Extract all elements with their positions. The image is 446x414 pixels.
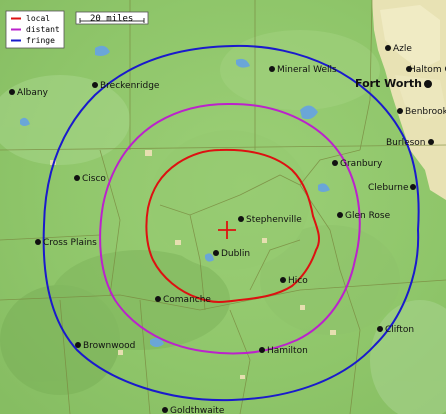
city-cisco: Cisco [74,174,106,184]
city-label-hamilton: Hamilton [267,346,308,356]
city-glen-rose: Glen Rose [337,211,391,221]
city-fort-worth: Fort Worth [355,77,432,90]
city-label-benbrook: Benbrook [405,107,446,117]
city-dot-icon [424,80,432,88]
city-label-comanche: Comanche [163,295,211,305]
city-azle: Azle [385,44,412,54]
water-features [20,45,330,347]
city-dot-icon [259,347,265,353]
fringe-contour [42,44,420,402]
city-comanche: Comanche [155,295,211,305]
city-dot-icon [337,212,343,218]
city-dot-icon [406,66,412,72]
city-clifton: Clifton [377,325,414,335]
urban-area-fort-worth [372,0,446,200]
city-markers: Albany Breckenridge Mineral Wells Azle H… [9,44,446,414]
city-dot-icon [385,45,391,51]
city-hamilton: Hamilton [259,346,308,356]
city-label-albany: Albany [17,88,49,98]
city-dot-icon [410,184,416,190]
city-label-cisco: Cisco [82,174,106,184]
city-dot-icon [280,277,286,283]
city-dot-icon [397,108,403,114]
city-dublin: Dublin [213,249,250,259]
city-haltom-city: Haltom City [406,65,446,75]
city-label-mineral-wells: Mineral Wells [277,65,337,75]
legend-item-distant: distant [11,25,60,34]
city-stephenville: Stephenville [238,215,302,225]
legend: local distant fringe [5,10,65,49]
city-label-cleburne: Cleburne [368,183,409,193]
legend-label-distant: distant [26,25,60,34]
city-cross-plains: Cross Plains [35,238,97,248]
city-breckenridge: Breckenridge [92,81,160,91]
city-benbrook: Benbrook [397,107,446,117]
city-dot-icon [92,82,98,88]
transmitter-marker [218,221,236,239]
city-dot-icon [162,407,168,413]
city-dot-icon [269,66,275,72]
city-dot-icon [74,175,80,181]
local-contour [145,148,321,303]
scale-bar: 20 miles [75,11,149,25]
city-label-burleson: Burleson [386,138,426,148]
city-goldthwaite: Goldthwaite [162,406,225,414]
city-label-glen-rose: Glen Rose [345,211,391,221]
city-label-haltom-city: Haltom City [409,65,446,75]
city-dot-icon [213,250,219,256]
city-dot-icon [155,296,161,302]
city-granbury: Granbury [332,159,383,169]
city-cleburne: Cleburne [368,183,416,193]
city-label-breckenridge: Breckenridge [100,81,160,91]
city-label-granbury: Granbury [340,159,383,169]
city-label-fort-worth: Fort Worth [355,77,422,90]
city-dot-icon [428,139,434,145]
city-burleson: Burleson [386,138,434,148]
city-hico: Hico [280,276,308,286]
city-brownwood: Brownwood [75,341,135,351]
city-label-brownwood: Brownwood [83,341,135,351]
city-label-goldthwaite: Goldthwaite [170,406,225,414]
city-label-stephenville: Stephenville [246,215,302,225]
city-label-dublin: Dublin [221,249,250,259]
city-mineral-wells: Mineral Wells [269,65,337,75]
city-label-hico: Hico [288,276,308,286]
city-label-cross-plains: Cross Plains [43,238,97,248]
legend-item-fringe: fringe [11,36,55,45]
city-dot-icon [238,216,244,222]
city-dot-icon [35,239,41,245]
scale-label: 20 miles [90,14,133,24]
city-dot-icon [75,342,81,348]
city-label-clifton: Clifton [385,325,414,335]
city-albany: Albany [9,88,49,98]
city-label-azle: Azle [393,44,412,54]
city-dot-icon [332,160,338,166]
city-dot-icon [377,326,383,332]
distant-contour [99,102,361,355]
legend-label-fringe: fringe [26,36,55,45]
legend-label-local: local [26,14,50,23]
legend-item-local: local [11,14,50,23]
city-dot-icon [9,89,15,95]
